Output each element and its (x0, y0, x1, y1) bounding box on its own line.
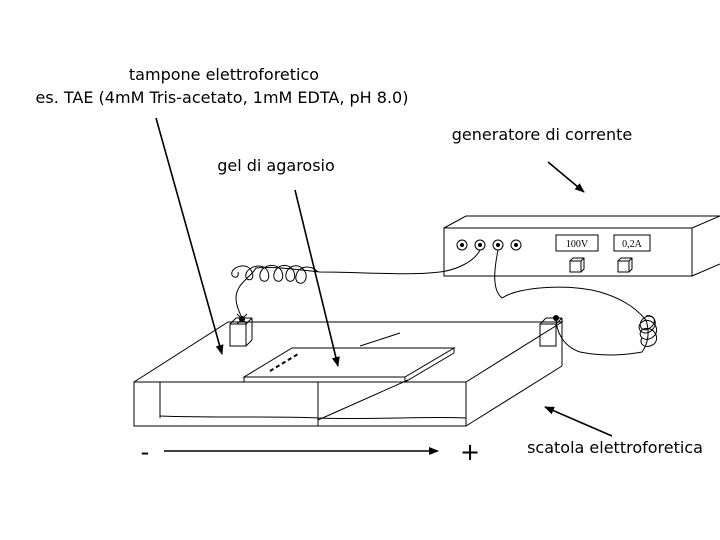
generator-label: generatore di corrente (452, 125, 632, 144)
positive-electrode-block (539, 315, 563, 347)
positive-sign: + (460, 438, 480, 466)
buffer-label-line2: es. TAE (4mM Tris-acetato, 1mM EDTA, pH … (36, 88, 409, 107)
gel-pointer-arrow (294, 189, 340, 367)
gel-wells (269, 353, 299, 372)
cable-negative (235, 249, 481, 323)
voltage-display (555, 234, 599, 252)
buffer-pointer-arrow (155, 117, 224, 355)
negative-sign: - (141, 438, 150, 466)
cables (231, 249, 658, 356)
agarose-gel (242, 347, 456, 383)
terminal-1 (456, 239, 468, 251)
box-pointer-arrow (544, 406, 613, 437)
negative-electrode-block (229, 313, 253, 347)
electrophoresis-box (133, 321, 564, 427)
cable-positive (494, 249, 649, 356)
power-supply: 100V 0,2A (443, 215, 720, 277)
current-value: 0,2A (622, 239, 643, 250)
gel-label: gel di agarosio (217, 156, 335, 175)
cable-coil-right (638, 315, 658, 347)
cable-coil-left (231, 265, 319, 284)
current-display (613, 234, 651, 252)
current-knob (617, 257, 633, 273)
generator-pointer-arrow (547, 161, 585, 193)
buffer-label-line1: tampone elettroforetico (129, 65, 319, 84)
terminal-4 (510, 239, 522, 251)
box-label: scatola elettroforetica (527, 438, 703, 457)
voltage-knob (569, 257, 585, 273)
voltage-value: 100V (566, 239, 589, 250)
